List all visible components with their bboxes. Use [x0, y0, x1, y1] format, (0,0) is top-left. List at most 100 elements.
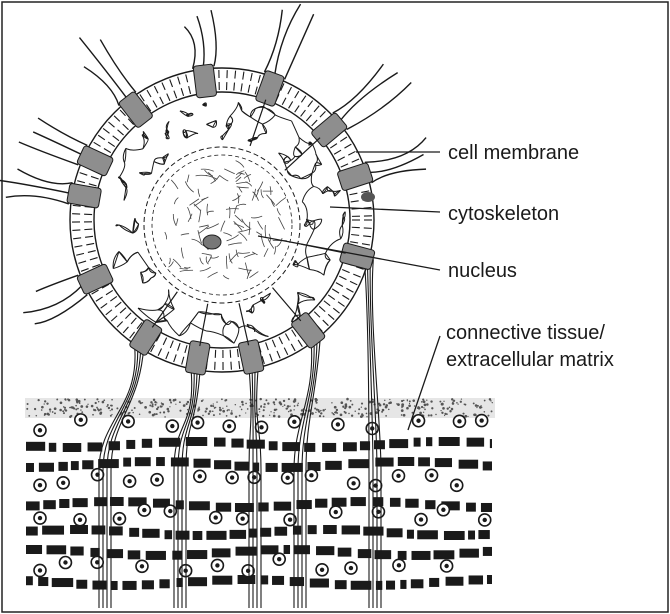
- collagen-segment: [351, 581, 372, 590]
- ecm-cell-nucleus: [429, 473, 433, 477]
- collagen-segment: [258, 502, 268, 511]
- ecm-speckle: [173, 399, 175, 401]
- ecm-speckle: [401, 409, 404, 412]
- collagen-segment: [126, 440, 135, 449]
- ecm-speckle: [77, 408, 79, 410]
- vesicle: [361, 192, 375, 202]
- lipid-tail-outer: [333, 308, 339, 313]
- ecm-speckle: [221, 398, 223, 400]
- lipid-tail-outer: [73, 238, 81, 239]
- collagen-segment: [73, 498, 88, 507]
- collagen-segment: [296, 500, 311, 509]
- ecm-speckle: [202, 415, 204, 417]
- lipid-tail-outer: [231, 362, 232, 370]
- collagen-segment: [26, 545, 42, 554]
- ecm-speckle: [287, 405, 290, 408]
- lipid-tail-outer: [301, 96, 305, 103]
- ecm-speckle: [323, 415, 325, 417]
- collagen-segment: [214, 460, 231, 469]
- cytoskeleton-filament: [223, 324, 226, 335]
- ecm-cell-nucleus: [140, 564, 144, 568]
- lipid-tail-outer: [103, 128, 109, 133]
- collagen-segment: [411, 579, 424, 588]
- ecm-speckle: [59, 409, 62, 412]
- collagen-segment: [398, 457, 414, 466]
- lipid-tail-outer: [101, 303, 107, 308]
- ecm-speckle: [314, 398, 317, 401]
- ecm-speckle: [301, 409, 303, 411]
- cytoskeleton-filament: [255, 328, 269, 336]
- ecm-speckle: [229, 409, 230, 410]
- lipid-tail-outer: [166, 352, 169, 359]
- ecm-speckle: [150, 401, 152, 403]
- lipid-tail-outer: [284, 348, 288, 355]
- collagen-segment: [481, 503, 492, 512]
- ecm-speckle: [110, 410, 111, 411]
- collagen-segment: [42, 526, 64, 535]
- lipid-tail-inner: [301, 110, 306, 116]
- ecm-speckle: [419, 412, 422, 415]
- ecm-speckle: [86, 405, 89, 408]
- lipid-tail-outer: [98, 135, 105, 140]
- lipid-tail-outer: [328, 314, 334, 319]
- filament: [17, 169, 72, 184]
- lipid-tail-inner: [153, 100, 157, 107]
- cytoskeleton-filament: [324, 260, 330, 275]
- label-connective-tissue-line2: extracellular matrix: [446, 349, 614, 371]
- ecm-speckle: [267, 402, 269, 404]
- ecm-speckle: [187, 401, 189, 403]
- collagen-segment: [159, 579, 169, 588]
- collagen-segment: [348, 459, 369, 468]
- lipid-tail-outer: [170, 79, 173, 86]
- ecm-speckle: [403, 400, 405, 402]
- collagen-segment: [253, 463, 259, 472]
- lipid-tail-outer: [353, 274, 360, 277]
- ecm-speckle: [289, 406, 290, 407]
- ecm-speckle: [293, 409, 294, 410]
- ecm-speckle: [106, 406, 108, 408]
- ecm-cell-nucleus: [227, 424, 231, 428]
- ecm-speckle: [273, 412, 274, 413]
- membrane-protein: [339, 242, 375, 270]
- ecm-speckle: [163, 411, 165, 413]
- ecm-speckle: [385, 404, 388, 407]
- ecm-speckle: [435, 414, 436, 415]
- ecm-speckle: [41, 409, 43, 411]
- collagen-segment: [418, 457, 430, 466]
- cytoskeleton-filament: [324, 260, 330, 275]
- lipid-tail-inner: [181, 88, 183, 96]
- ecm-speckle: [68, 399, 71, 402]
- collagen-segment: [374, 440, 385, 449]
- ecm-speckle: [461, 398, 462, 399]
- collagen-segment: [284, 545, 290, 554]
- collagen-segment: [123, 458, 131, 467]
- ecm-speckle: [210, 405, 212, 407]
- ecm-speckle: [476, 407, 477, 408]
- cytoskeleton-filament: [207, 124, 213, 127]
- ecm-speckle: [442, 407, 445, 410]
- lipid-tail-outer: [298, 340, 302, 347]
- lipid-tail-outer: [295, 91, 299, 98]
- ecm-speckle: [75, 408, 77, 410]
- ecm-speckle: [456, 402, 458, 404]
- cytoskeleton-filament: [127, 252, 138, 262]
- ecm-speckle: [64, 407, 66, 409]
- ecm-speckle: [278, 415, 281, 418]
- ecm-speckle: [320, 412, 322, 414]
- collagen-segment: [407, 530, 414, 539]
- membrane-protein: [255, 70, 285, 107]
- cytoskeleton-filament: [138, 308, 158, 310]
- ecm-speckle: [81, 411, 83, 413]
- filament: [184, 27, 195, 69]
- ecm-speckle: [235, 416, 237, 418]
- collagen-segment: [43, 500, 56, 509]
- collagen-segment: [156, 457, 165, 466]
- ecm-speckle: [345, 405, 347, 407]
- ecm-speckle: [325, 409, 326, 410]
- collagen-segment: [446, 577, 464, 586]
- ecm-speckle: [258, 408, 260, 410]
- cytoskeleton-filament: [186, 131, 198, 134]
- ecm-speckle: [38, 399, 40, 401]
- lipid-tail-inner: [350, 193, 358, 195]
